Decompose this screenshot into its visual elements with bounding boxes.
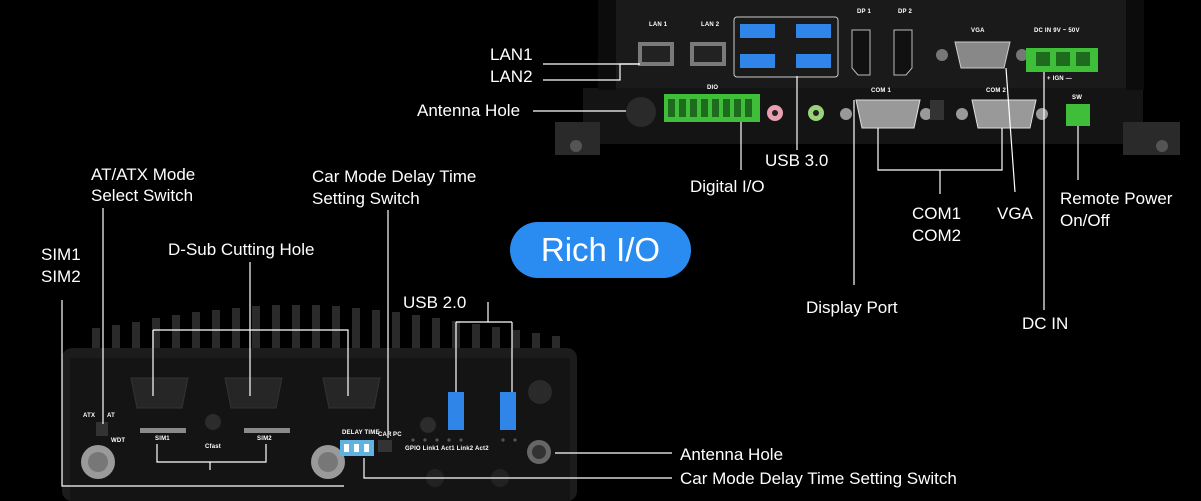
callout-atx-mode-2: Select Switch: [91, 186, 194, 205]
atx-label: ATX: [83, 413, 96, 419]
callout-usb30: USB 3.0: [765, 151, 829, 170]
callout-sim2: SIM2: [41, 267, 81, 286]
cfast-label: Cfast: [205, 444, 222, 450]
callout-antenna-bottom: Antenna Hole: [680, 445, 784, 464]
callout-remote-power-2: On/Off: [1060, 211, 1110, 230]
mount-ear-left: [555, 122, 600, 155]
usb3-port: [796, 54, 831, 68]
antenna-hole-top: [626, 97, 656, 127]
led-labels: GPIO Link1 Act1 Link2 Act2: [405, 446, 489, 452]
callout-usb20: USB 2.0: [403, 293, 467, 312]
callout-lan2: LAN2: [490, 67, 533, 86]
sim1-slot: [140, 428, 186, 433]
remote-power-switch: [1066, 104, 1090, 126]
wdt-label: WDT: [111, 438, 126, 444]
dio-label: DIO: [707, 85, 719, 91]
callout-com1: COM1: [912, 204, 962, 223]
dsub-cover-2: [224, 377, 283, 409]
mount-ear-right: [1123, 122, 1180, 155]
mount-screw-right: [1156, 140, 1168, 152]
dp1-port: [851, 29, 871, 76]
lan1-label: LAN 1: [649, 22, 668, 28]
callout-com2: COM2: [912, 226, 962, 245]
callout-digital-io: Digital I/O: [690, 177, 765, 196]
callout-car-mode-2: Setting Switch: [312, 189, 420, 208]
vga-port: [954, 41, 1011, 69]
rich-io-badge: Rich I/O: [510, 222, 691, 278]
usb3-port: [740, 54, 775, 68]
sim1-label: SIM1: [155, 436, 170, 442]
dp2-port: [893, 29, 913, 76]
mount-screw-left: [570, 140, 582, 152]
callout-sim1: SIM1: [41, 245, 81, 264]
usb2-port-1: [448, 392, 464, 430]
callout-remote-power-1: Remote Power: [1060, 189, 1173, 208]
delay-time-label: DELAY TIME: [342, 430, 380, 436]
pc-label: PC: [393, 432, 402, 438]
callout-dc-in: DC IN: [1022, 314, 1069, 333]
dp2-label: DP 2: [898, 9, 913, 15]
com2-port: [971, 99, 1037, 129]
sim2-slot: [244, 428, 290, 433]
callout-car-mode-bottom: Car Mode Delay Time Setting Switch: [680, 469, 957, 488]
usb2-port-2: [500, 392, 516, 430]
callout-display-port: Display Port: [806, 298, 898, 317]
callout-dsub: D-Sub Cutting Hole: [168, 240, 315, 259]
usb3-port: [796, 24, 831, 38]
dcin-label: DC IN 9V ~ 50V: [1034, 28, 1080, 34]
lan2-label: LAN 2: [701, 22, 720, 28]
callout-vga: VGA: [997, 204, 1033, 223]
atx-switch: [96, 422, 108, 436]
dp1-label: DP 1: [857, 9, 872, 15]
callout-lan1: LAN1: [490, 45, 533, 64]
com1-label: COM 1: [871, 88, 892, 94]
callout-car-mode-1: Car Mode Delay Time: [312, 167, 477, 186]
callout-atx-mode-1: AT/ATX Mode: [91, 165, 196, 184]
car-pc-switch: [378, 440, 392, 452]
ign-label: + IGN —: [1047, 76, 1072, 82]
com1-port: [855, 99, 921, 129]
car-label: CAR: [378, 432, 392, 438]
usb3-port: [740, 24, 775, 38]
sw-label: SW: [1072, 95, 1083, 101]
callout-antenna-top: Antenna Hole: [417, 101, 521, 120]
com2-label: COM 2: [986, 88, 1007, 94]
at-label: AT: [107, 413, 115, 419]
dsub-cover-3: [322, 377, 381, 409]
sim2-label: SIM2: [257, 436, 272, 442]
antenna-hole-bottom: [528, 380, 552, 404]
dsub-cover-1: [130, 377, 189, 409]
vga-label: VGA: [971, 28, 985, 34]
